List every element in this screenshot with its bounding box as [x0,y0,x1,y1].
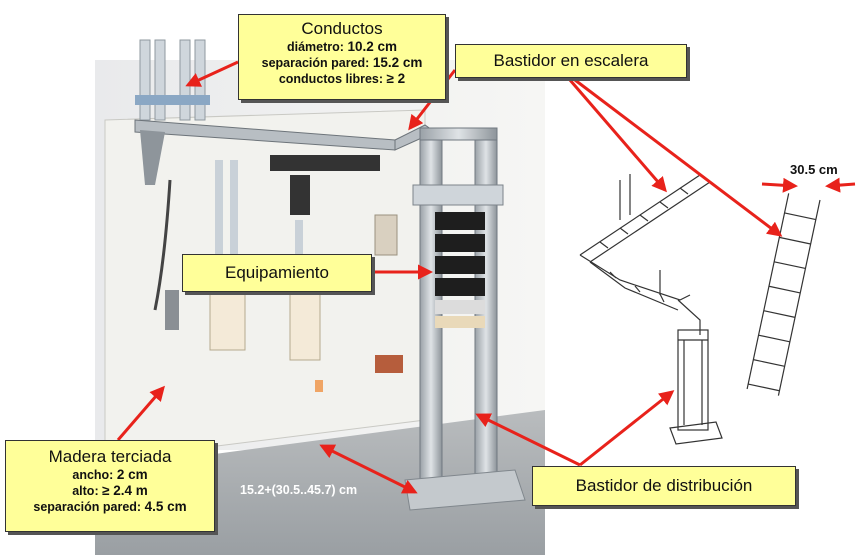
arrow-escalera-drawing-1 [568,79,667,193]
callout-conductos-row: separación pared: 15.2 cm [261,55,423,70]
arrow-madera [116,385,165,441]
callout-madera-title: Madera terciada [48,447,172,466]
callout-madera-row: ancho: 2 cm [72,467,148,482]
callout-conductos-row: diámetro: 10.2 cm [287,39,397,54]
arrow-conductos [185,60,239,87]
callout-conductos-row: conductos libres: ≥ 2 [278,71,406,86]
arrow-escalera-drawing-2 [574,78,783,237]
dimension-arrow-width-left [761,177,798,193]
distribution-frame [669,329,723,445]
callout-equipamiento: Equipamiento [182,254,372,292]
callout-bastidor-distribucion: Bastidor de distribución [532,466,796,506]
callout-bastidor-escalera: Bastidor en escalera [455,44,687,78]
power-outlet [315,380,323,392]
callout-conductos-title: Conductos [301,19,383,38]
callout-bastidor-escalera-title: Bastidor en escalera [493,51,649,70]
callout-equipamiento-title: Equipamiento [225,263,329,282]
floor-dimension-label: 15.2+(30.5..45.7) cm [240,483,358,497]
callout-bastidor-distribucion-title: Bastidor de distribución [575,476,753,495]
rack-equipment [435,212,485,328]
dimension-arrow-width-right [825,177,856,193]
callout-madera: Madera terciada ancho: 2 cm alto: ≥ 2.4 … [5,440,215,532]
arrow-distribucion-drawing [579,390,675,467]
ladder-width-label: 30.5 cm [790,162,838,177]
dimension-arrow-floor [319,444,418,494]
arrow-distribucion-photo [475,413,581,467]
callout-madera-row: alto: ≥ 2.4 m [72,483,148,498]
callout-conductos: Conductos diámetro: 10.2 cm separación p… [238,14,446,100]
callout-madera-row: separación pared: 4.5 cm [33,499,187,514]
